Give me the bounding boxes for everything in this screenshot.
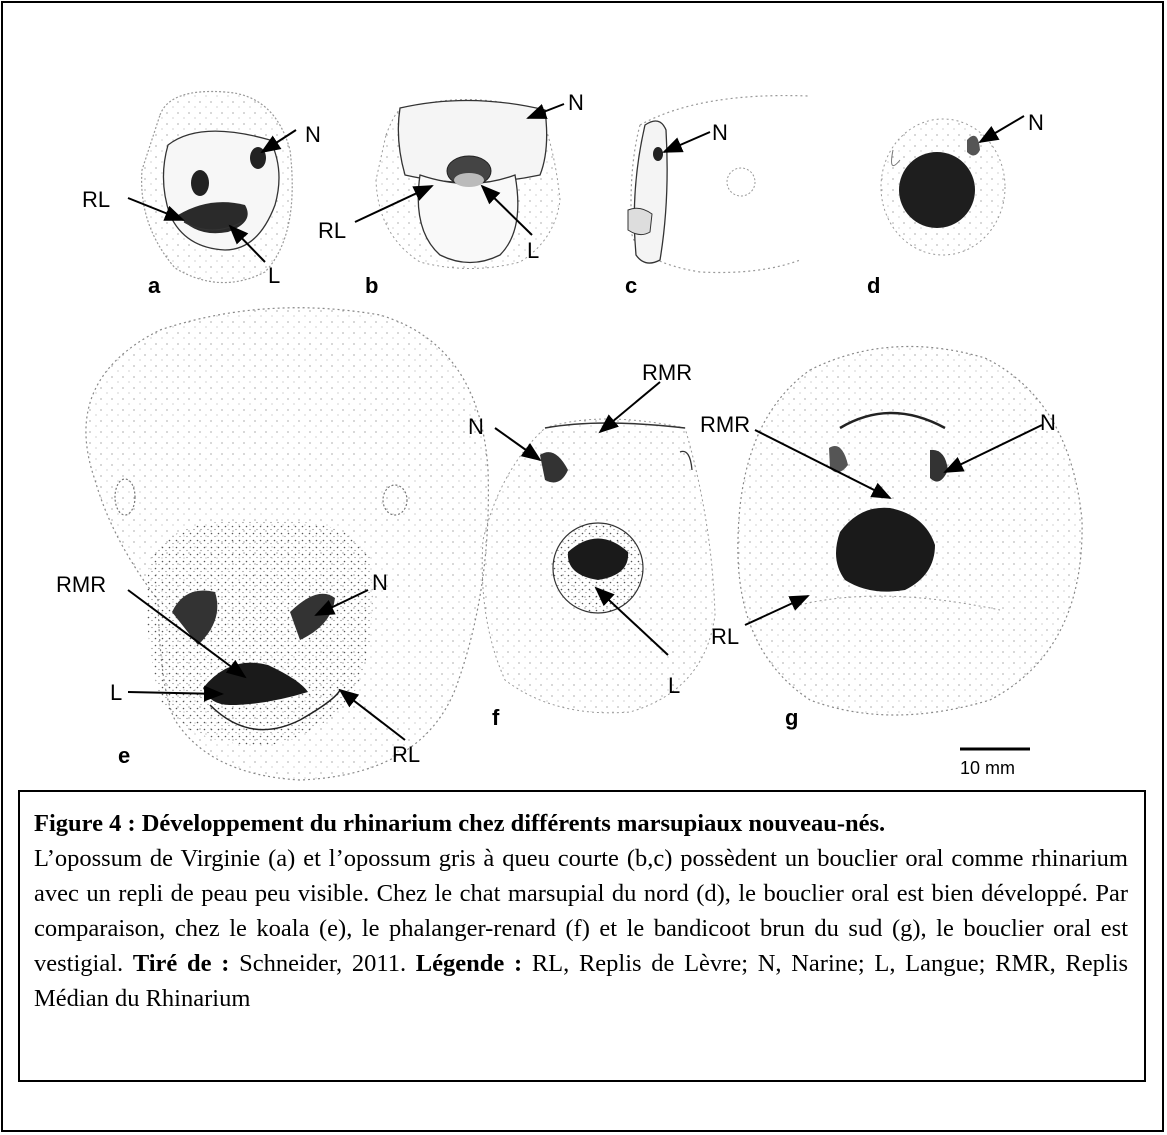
panel-e-drawing bbox=[86, 308, 488, 780]
panel-g-letter: g bbox=[785, 705, 798, 730]
panel-g-drawing bbox=[738, 346, 1082, 715]
figure-caption: Figure 4 : Développement du rhinarium ch… bbox=[18, 790, 1146, 1082]
panel-d-drawing bbox=[881, 119, 1005, 255]
panel-e-label-rl: RL bbox=[392, 742, 420, 767]
panel-e-label-rmr: RMR bbox=[56, 572, 106, 597]
panel-e-letter: e bbox=[118, 743, 130, 768]
panel-b-label-rl: RL bbox=[318, 218, 346, 243]
panel-c-label-n: N bbox=[712, 120, 728, 145]
panel-a-label-rl: RL bbox=[82, 187, 110, 212]
panel-f-label-n: N bbox=[468, 414, 484, 439]
panel-f-label-l: L bbox=[668, 673, 680, 698]
panel-f-label-rmr: RMR bbox=[642, 360, 692, 385]
panel-c-letter: c bbox=[625, 273, 637, 298]
panel-b-label-l: L bbox=[527, 238, 539, 263]
caption-title: Figure 4 : Développement du rhinarium ch… bbox=[34, 806, 1128, 841]
panel-b-label-n: N bbox=[568, 90, 584, 115]
panel-g-label-rl: RL bbox=[711, 624, 739, 649]
rhinarium-figure: N RL L a N RL L b N c N d bbox=[0, 0, 1167, 820]
panel-a-letter: a bbox=[148, 273, 161, 298]
panel-g-label-n: N bbox=[1040, 410, 1056, 435]
panel-e-label-n: N bbox=[372, 570, 388, 595]
panel-g-label-rmr: RMR bbox=[700, 412, 750, 437]
panel-e-label-l: L bbox=[110, 680, 122, 705]
panel-d-letter: d bbox=[867, 273, 880, 298]
panel-a-drawing bbox=[142, 91, 293, 282]
caption-source-label: Tiré de : bbox=[133, 950, 230, 977]
scale-bar-label: 10 mm bbox=[960, 758, 1015, 778]
panel-f-letter: f bbox=[492, 705, 500, 730]
panel-b-letter: b bbox=[365, 273, 378, 298]
panel-f-drawing bbox=[482, 419, 715, 713]
panel-a-label-l: L bbox=[268, 263, 280, 288]
caption-source: Schneider, 2011. bbox=[239, 950, 406, 977]
panel-a-label-n: N bbox=[305, 122, 321, 147]
caption-legend-label: Légende : bbox=[416, 950, 522, 977]
panel-d-label-n: N bbox=[1028, 110, 1044, 135]
